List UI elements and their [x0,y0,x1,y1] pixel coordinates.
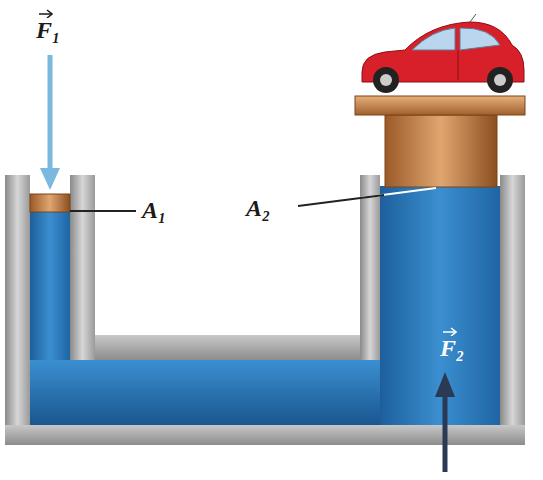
vector-arrow [38,9,53,18]
area-label: A₁ [142,198,166,222]
force-label: F₁ [36,18,60,42]
car [362,14,524,93]
area-label: A₂ [246,196,270,220]
vector-arrow [442,327,457,336]
force-label: F₂ [440,336,464,360]
